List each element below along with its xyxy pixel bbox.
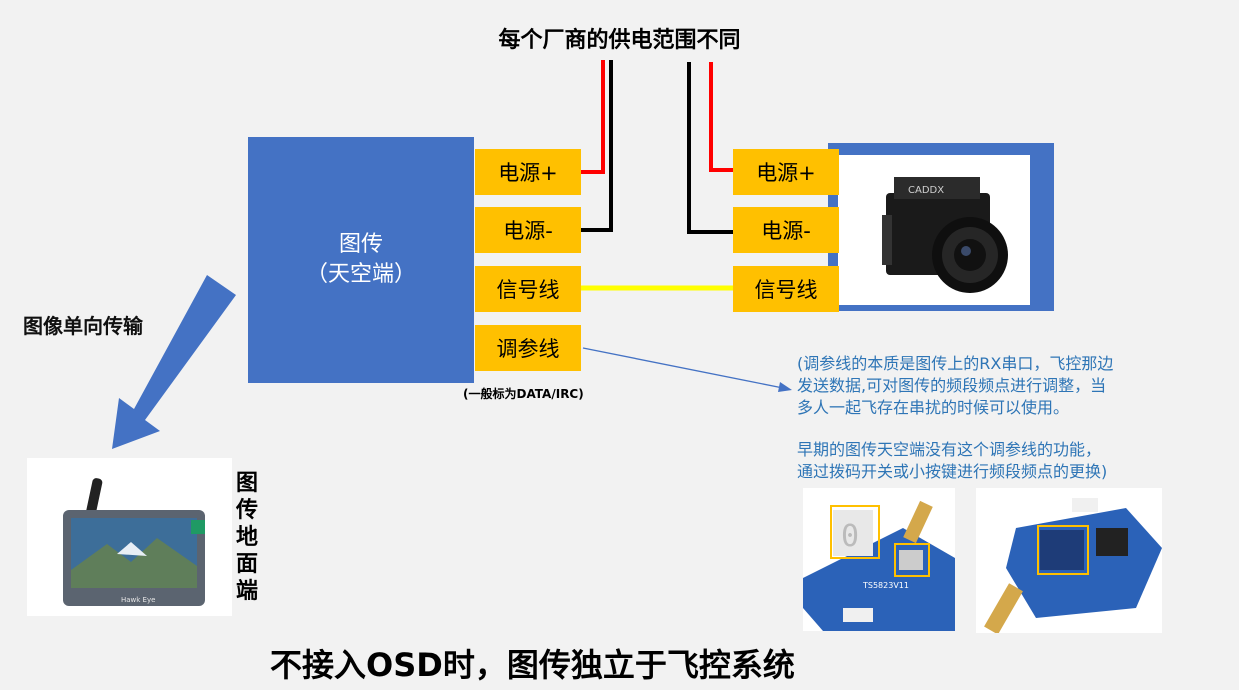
gs-char: 传	[236, 498, 259, 523]
gs-char: 图	[236, 471, 259, 496]
data-irc-label: (一般标为DATA/IRC)	[463, 387, 584, 401]
camera-icon: CADDX	[882, 177, 1008, 293]
one-way-transmission-label: 图像单向传输	[23, 314, 143, 338]
annotation-arrow	[582, 347, 784, 389]
vtx-power-minus-wire	[581, 60, 613, 232]
svg-text:0: 0	[841, 519, 859, 554]
camera-power-plus-wire	[709, 62, 733, 172]
vtx-pin-power-plus: 电源+	[475, 149, 581, 195]
vtx-dip-switch-image	[976, 488, 1162, 633]
explanation-line: 发送数据,可对图传的频段频点进行调整，当	[797, 376, 1107, 395]
pcb-display-icon: 0 TS5823V11	[803, 500, 955, 631]
vtx-label: 图传	[338, 232, 383, 257]
gs-char: 端	[236, 579, 259, 604]
monitor-brand-text: Hawk Eye	[121, 596, 155, 604]
ground-station-label: 图 传 地 面 端	[236, 470, 266, 605]
vtx-power-plus-wire	[581, 60, 605, 174]
vtx-air-unit: 图传 （天空端）	[248, 137, 474, 383]
camera-brand-text: CADDX	[908, 185, 944, 196]
ground-station-image: Hawk Eye	[27, 458, 232, 616]
monitor-icon: Hawk Eye	[63, 478, 205, 606]
camera-pin-signal: 信号线	[733, 266, 839, 312]
camera-power-minus-wire	[687, 62, 733, 234]
gs-char: 地	[236, 525, 259, 550]
vtx-pin-config: 调参线	[475, 325, 581, 371]
bottom-title: 不接入OSD时，图传独立于飞控系统	[270, 646, 795, 684]
vtx-pin-power-minus: 电源-	[475, 207, 581, 253]
pcb-marking-text: TS5823V11	[862, 581, 909, 590]
explanation-line: 多人一起飞存在串扰的时候可以使用。	[797, 398, 1070, 417]
annotation-arrowhead	[778, 382, 792, 392]
transmission-arrow	[112, 275, 236, 449]
explanation-line: (调参线的本质是图传上的RX串口，飞控那边	[797, 354, 1114, 373]
pcb-switch-icon	[984, 498, 1162, 633]
camera-pin-power-plus: 电源+	[733, 149, 839, 195]
camera-image: CADDX	[838, 155, 1030, 305]
vtx-dip-display-image: 0 TS5823V11	[803, 488, 955, 631]
vtx-sublabel: （天空端）	[305, 262, 416, 287]
supply-range-title: 每个厂商的供电范围不同	[498, 28, 741, 53]
explanation-line: 早期的图传天空端没有这个调参线的功能，	[797, 440, 1102, 459]
early-vtx-explanation: 早期的图传天空端没有这个调参线的功能， 通过拨码开关或小按键进行频段频点的更换)	[797, 439, 1107, 483]
config-wire-explanation: (调参线的本质是图传上的RX串口，飞控那边 发送数据,可对图传的频段频点进行调整…	[797, 353, 1113, 419]
camera-pin-power-minus: 电源-	[733, 207, 839, 253]
vtx-pin-signal: 信号线	[475, 266, 581, 312]
explanation-line: 通过拨码开关或小按键进行频段频点的更换)	[797, 462, 1108, 481]
gs-char: 面	[236, 552, 259, 577]
